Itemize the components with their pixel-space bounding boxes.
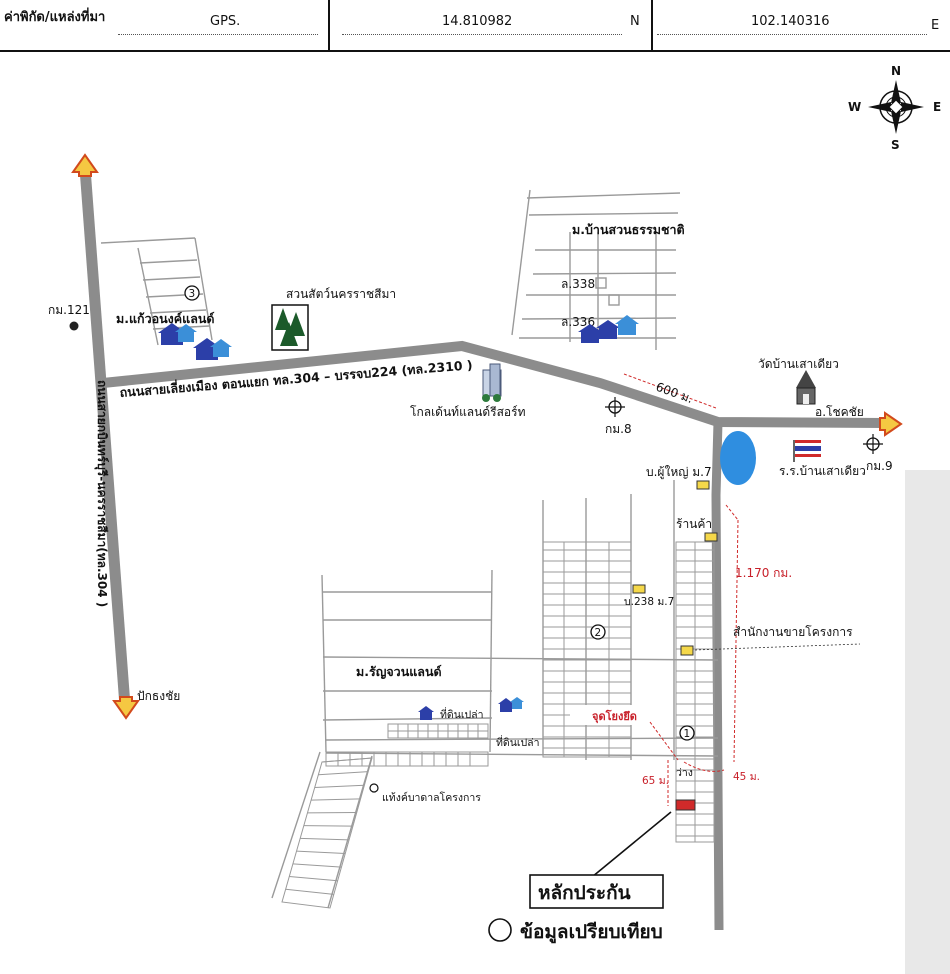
- marker-2-label: 2: [595, 627, 602, 639]
- l338-label: ล.338: [561, 277, 595, 291]
- vacant-label: ว่าง: [676, 767, 693, 779]
- gps-source: GPS.: [210, 14, 241, 29]
- collateral-plot: [675, 799, 696, 811]
- marker-1: [679, 725, 695, 741]
- lat-unit: N: [630, 14, 640, 29]
- header-cell-lat: 14.810982 N: [330, 0, 653, 50]
- lot-divider: [285, 888, 334, 895]
- dotted-line: [657, 34, 927, 35]
- pakthongchai-label: ปักธงชัย: [137, 689, 180, 703]
- compass-w: W: [848, 100, 861, 114]
- dimension-line: [623, 373, 717, 409]
- compass-n: N: [891, 64, 901, 78]
- location-map: สวนสัตว์นครราชสีมา ม.แก้วอนงค์แลนด์ 3 กม…: [48, 64, 950, 974]
- marker-3-label: 3: [189, 288, 196, 300]
- header-cell-lon: 102.140316 E: [653, 0, 950, 50]
- lot-divider: [318, 771, 369, 776]
- mailbox-icon: [704, 532, 718, 542]
- coordinate-header: ค่าพิกัด/แหล่งที่มา GPS. 14.810982 N 102…: [0, 0, 950, 52]
- pointer-line: [591, 811, 672, 878]
- shop-label: ร้านค้า: [676, 517, 712, 531]
- thai-flag-icon: [793, 440, 821, 462]
- km-marker-icon: [69, 321, 79, 331]
- sales-office-label: สำนักงานขายโครงการ: [733, 625, 853, 639]
- dist-45-label: 45 ม.: [733, 771, 760, 783]
- vertical-road-label: ถนนสายกบินทร์บุรี-นครราชสีมา(ทล.304 ): [94, 380, 109, 607]
- mailbox-icon: [680, 645, 694, 656]
- lon-unit: E: [931, 18, 940, 33]
- marker-2: [590, 624, 606, 640]
- compass-e: E: [933, 100, 941, 114]
- south-road: [711, 421, 724, 931]
- temple-label: วัดบ้านเสาเดียว: [758, 357, 839, 371]
- tree-icon: [271, 304, 309, 351]
- chokchai-label: อ.โชคชัย: [815, 405, 864, 419]
- crosshair-icon: [605, 397, 625, 417]
- dotted-line: [342, 34, 622, 35]
- water-tank-icon: [369, 783, 379, 793]
- golden-land-label: โกลเด้นท์แลนด์รีสอร์ท: [410, 405, 526, 419]
- leader-line: [694, 643, 861, 651]
- lon-value: 102.140316: [751, 14, 830, 29]
- compass-icon: [868, 80, 924, 134]
- bypass-road: [102, 340, 886, 428]
- collateral-legend-box: [529, 874, 664, 909]
- l336-label: ล.336: [561, 315, 595, 329]
- lat-value: 14.810982: [442, 14, 513, 29]
- empty-land-2-label: ที่ดินเปล่า: [496, 735, 540, 749]
- lot-divider: [311, 798, 361, 801]
- house-icon: [418, 697, 524, 720]
- comparison-circle-icon: [488, 918, 512, 942]
- dimension-line: [649, 721, 679, 761]
- coord-label: ค่าพิกัด/แหล่งที่มา: [4, 10, 106, 25]
- arrow-south-icon: [112, 696, 140, 720]
- viewpoint-box: [570, 705, 670, 725]
- collateral-label: หลักประกัน: [538, 882, 631, 904]
- lot-divider: [292, 863, 342, 868]
- dimension-line: [683, 761, 725, 772]
- dotted-line: [118, 34, 318, 35]
- dist-1170-label: 1.170 กม.: [735, 566, 792, 580]
- house-icon: [158, 323, 232, 360]
- highway-304: [79, 167, 131, 707]
- compass-s: S: [891, 138, 900, 152]
- viewpoint-label: จุดโยงยึด: [592, 709, 637, 724]
- lot-divider: [303, 825, 353, 827]
- lot-divider: [289, 876, 338, 882]
- dimension-line: [733, 519, 739, 763]
- building-icon: [482, 363, 502, 402]
- lot-divider: [300, 837, 350, 841]
- comparison-label: ข้อมูลเปรียบเทียบ: [520, 921, 663, 944]
- header-cell-source: ค่าพิกัด/แหล่งที่มา GPS.: [0, 0, 330, 50]
- mailbox-icon: [696, 480, 710, 490]
- pond: [720, 431, 756, 485]
- school-label: ร.ร.บ้านเสาเดียว: [779, 464, 866, 478]
- empty-land-1-label: ที่ดินเปล่า: [440, 707, 484, 721]
- zoo-label: สวนสัตว์นครราชสีมา: [286, 287, 396, 301]
- km9-label: กม.9: [866, 459, 893, 473]
- mailbox-icon: [632, 584, 646, 594]
- lot-divider: [296, 850, 346, 854]
- km121-label: กม.121: [48, 303, 90, 317]
- lot-divider: [314, 784, 365, 788]
- dimension-line: [725, 504, 739, 521]
- house-icon: [578, 315, 639, 343]
- crosshair-icon: [863, 434, 883, 454]
- water-tank-label: แท้งค์บาดาลโครงการ: [382, 791, 481, 804]
- house-238-label: บ.238 ม.7: [624, 596, 674, 608]
- main-roads: [71, 153, 903, 931]
- headman-label: บ.ผู้ใหญ่ ม.7: [646, 465, 712, 480]
- arrow-north-icon: [71, 153, 99, 177]
- marker-3: [184, 285, 200, 301]
- marker-1-label: 1: [684, 728, 691, 740]
- plot-ladders: [281, 541, 715, 909]
- arrow-east-icon: [879, 411, 903, 437]
- ratchawan-village-label: ม.รัญจวนแลนด์: [356, 664, 442, 679]
- dist-65-label: 65 ม.: [642, 775, 669, 787]
- suan-village-label: ม.บ้านสวนธรรมชาติ: [572, 222, 685, 237]
- kaew-village-label: ม.แก้วอนงค์แลนด์: [116, 311, 215, 326]
- scan-margin: [905, 470, 950, 974]
- temple-icon: [796, 370, 816, 405]
- km8-label: กม.8: [605, 422, 632, 436]
